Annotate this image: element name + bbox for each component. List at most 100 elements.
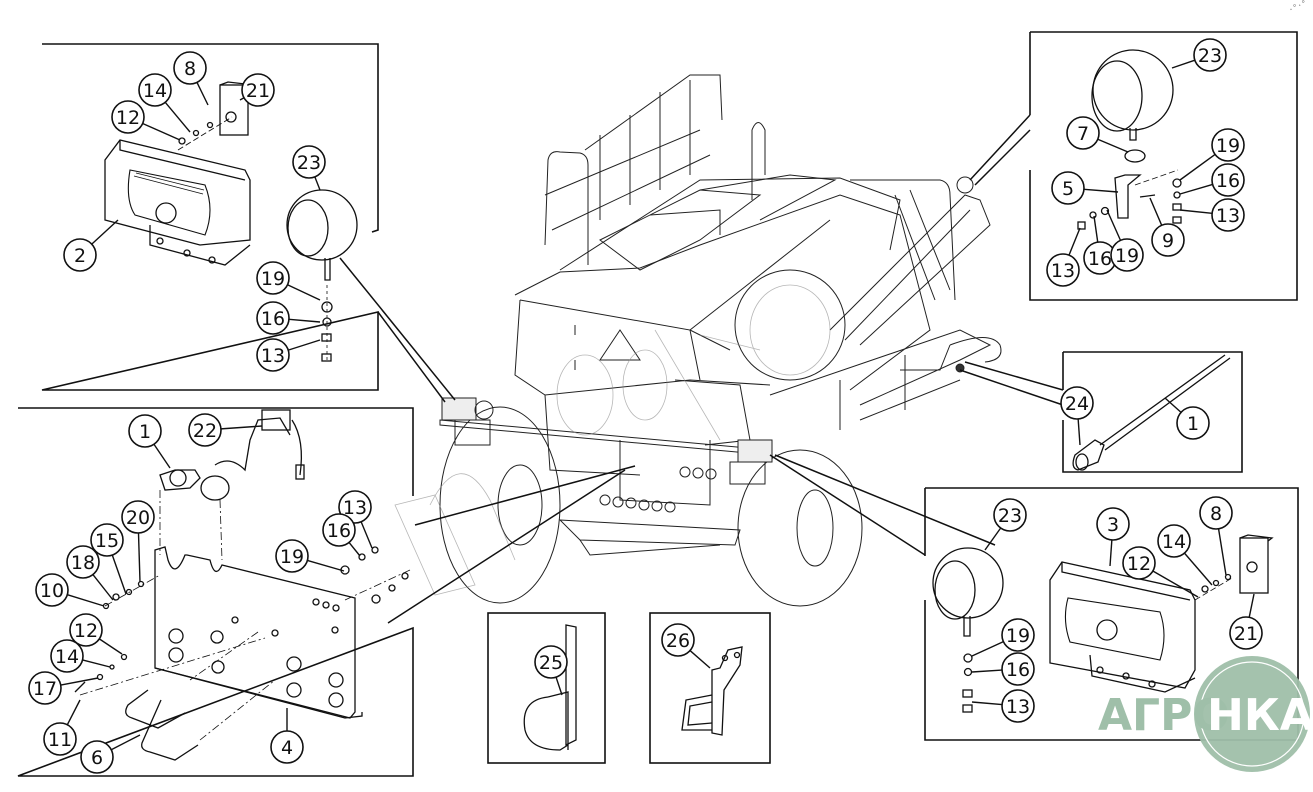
panel-holder bbox=[649, 612, 771, 764]
callout-leader bbox=[984, 527, 1002, 551]
callout-leader bbox=[82, 659, 111, 668]
callout-circle bbox=[270, 730, 304, 764]
callout-number: 19 bbox=[261, 268, 285, 290]
callout-circle bbox=[111, 100, 145, 134]
callout-circle bbox=[241, 73, 275, 107]
callout-circle bbox=[1176, 406, 1210, 440]
callout-leader bbox=[1083, 188, 1119, 193]
callout-25: 25 bbox=[534, 645, 568, 696]
callout-number: 10 bbox=[40, 580, 64, 602]
callout-leader bbox=[555, 676, 563, 696]
callout-circle bbox=[35, 573, 69, 607]
callout-leader bbox=[1171, 59, 1196, 69]
callout-leader bbox=[971, 701, 1003, 706]
callout-leader bbox=[1149, 197, 1163, 226]
callout-12: 12 bbox=[69, 613, 123, 655]
callout-19: 19 bbox=[256, 261, 321, 301]
callout-leader bbox=[314, 176, 321, 191]
callout-15: 15 bbox=[90, 523, 127, 595]
harness-cable bbox=[1072, 354, 1231, 471]
callout-number: 21 bbox=[1234, 623, 1258, 645]
callout-2: 2 bbox=[63, 219, 119, 272]
callout-circle bbox=[1001, 618, 1035, 652]
callout-number: 16 bbox=[327, 520, 351, 542]
callout-8: 8 bbox=[1199, 496, 1233, 576]
callout-number: 15 bbox=[95, 530, 119, 552]
logo-text-part2: НКА bbox=[1207, 690, 1313, 741]
callout-11: 11 bbox=[43, 699, 81, 756]
callout-number: 13 bbox=[261, 345, 285, 367]
callout-19: 19 bbox=[275, 539, 345, 573]
callout-14: 14 bbox=[1157, 524, 1213, 586]
callout-number: 5 bbox=[1062, 178, 1074, 200]
callout-6: 6 bbox=[80, 734, 141, 774]
callout-23: 23 bbox=[292, 145, 326, 191]
callout-circle bbox=[121, 500, 155, 534]
callout-leader bbox=[142, 122, 181, 141]
callout-number: 7 bbox=[1077, 123, 1089, 145]
callout-leader bbox=[164, 101, 191, 133]
callout-number: 19 bbox=[1216, 135, 1240, 157]
switch-plate bbox=[1239, 534, 1274, 594]
callout-number: 19 bbox=[1006, 625, 1030, 647]
callout-leader bbox=[1183, 552, 1213, 586]
callout-16: 16 bbox=[322, 513, 361, 557]
callout-leader bbox=[1093, 215, 1099, 243]
panel-mid-right bbox=[1062, 351, 1243, 473]
callout-number: 1 bbox=[139, 421, 151, 443]
callout-leader bbox=[1097, 138, 1129, 153]
callout-leader bbox=[60, 677, 99, 686]
callout-circle bbox=[1096, 507, 1130, 541]
callout-leader bbox=[1217, 528, 1227, 576]
callout-circle bbox=[1211, 128, 1245, 162]
callout-leader bbox=[1077, 418, 1081, 446]
callout-leader bbox=[689, 650, 711, 669]
callout-leader bbox=[1152, 570, 1199, 598]
callout-number: 4 bbox=[281, 737, 293, 759]
callout-number: 9 bbox=[1162, 230, 1174, 252]
callout-circle bbox=[1001, 652, 1035, 686]
callout-13: 13 bbox=[338, 490, 373, 549]
callout-16: 16 bbox=[1179, 163, 1245, 197]
callout-circle bbox=[128, 414, 162, 448]
callout-circle bbox=[256, 301, 290, 335]
lamp-bracket bbox=[1114, 174, 1142, 219]
callout-leader bbox=[971, 669, 1003, 673]
callout-circle bbox=[1122, 546, 1156, 580]
callout-leader bbox=[220, 425, 263, 430]
callout-23: 23 bbox=[1171, 38, 1227, 72]
callout-number: 16 bbox=[1216, 170, 1240, 192]
callout-number: 11 bbox=[48, 729, 72, 751]
callout-circle bbox=[1193, 38, 1227, 72]
agronka-logo bbox=[1194, 656, 1310, 772]
callout-leader bbox=[1248, 593, 1255, 618]
callout-14: 14 bbox=[50, 639, 111, 673]
callout-19: 19 bbox=[1106, 209, 1144, 272]
callout-19: 19 bbox=[1179, 128, 1245, 181]
callout-number: 13 bbox=[1051, 260, 1075, 282]
callout-7: 7 bbox=[1066, 116, 1129, 153]
callout-17: 17 bbox=[28, 671, 99, 705]
callout-number: 16 bbox=[261, 308, 285, 330]
callout-circle bbox=[63, 238, 97, 272]
callout-circle bbox=[256, 338, 290, 372]
work-lamp bbox=[286, 189, 358, 281]
callout-10: 10 bbox=[35, 573, 105, 607]
panel-top-left bbox=[41, 43, 379, 391]
rear-light-housing bbox=[104, 139, 251, 266]
callout-circle bbox=[138, 73, 172, 107]
callout-16: 16 bbox=[256, 301, 321, 335]
callout-number: 6 bbox=[91, 747, 103, 769]
callout-number: 8 bbox=[184, 58, 196, 80]
callout-number: 23 bbox=[297, 152, 321, 174]
callout-12: 12 bbox=[111, 100, 181, 141]
callout-leader bbox=[92, 574, 114, 601]
warning-lamp bbox=[1091, 49, 1174, 141]
callout-leader bbox=[98, 638, 123, 655]
callout-number: 14 bbox=[55, 646, 79, 668]
callout-number: 16 bbox=[1006, 659, 1030, 681]
callout-circle bbox=[188, 413, 222, 447]
callout-number: 13 bbox=[343, 497, 367, 519]
callout-number: 16 bbox=[1088, 248, 1112, 270]
callout-circle bbox=[1199, 496, 1233, 530]
